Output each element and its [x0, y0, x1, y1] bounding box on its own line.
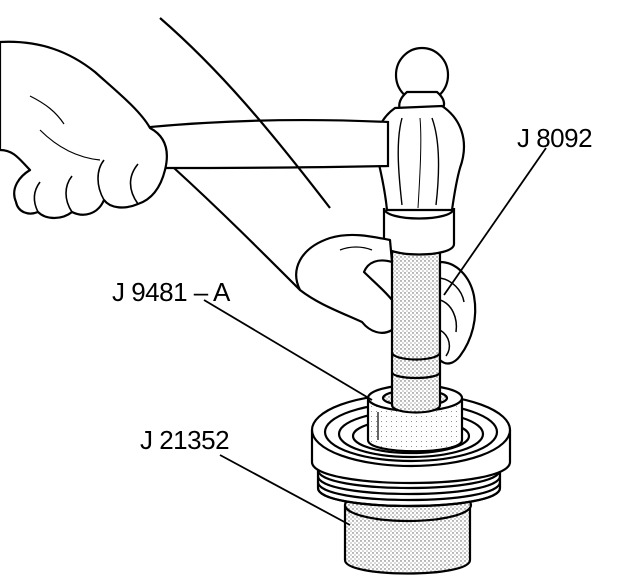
arm-outline [159, 17, 331, 291]
label-j21352: J 21352 [140, 425, 230, 455]
callout-leaders [203, 147, 547, 526]
upper-hand [0, 40, 168, 220]
leader-j21352 [219, 454, 351, 526]
leader-j9481 [203, 299, 373, 401]
hammer-handle [138, 118, 390, 170]
driver-handle [382, 207, 456, 414]
lower-hand [295, 233, 477, 365]
label-j8092: J 8092 [517, 123, 593, 153]
leader-j8092 [443, 147, 547, 296]
hammer-head [374, 46, 465, 212]
label-j9481-a: J 9481 – A [112, 277, 230, 307]
